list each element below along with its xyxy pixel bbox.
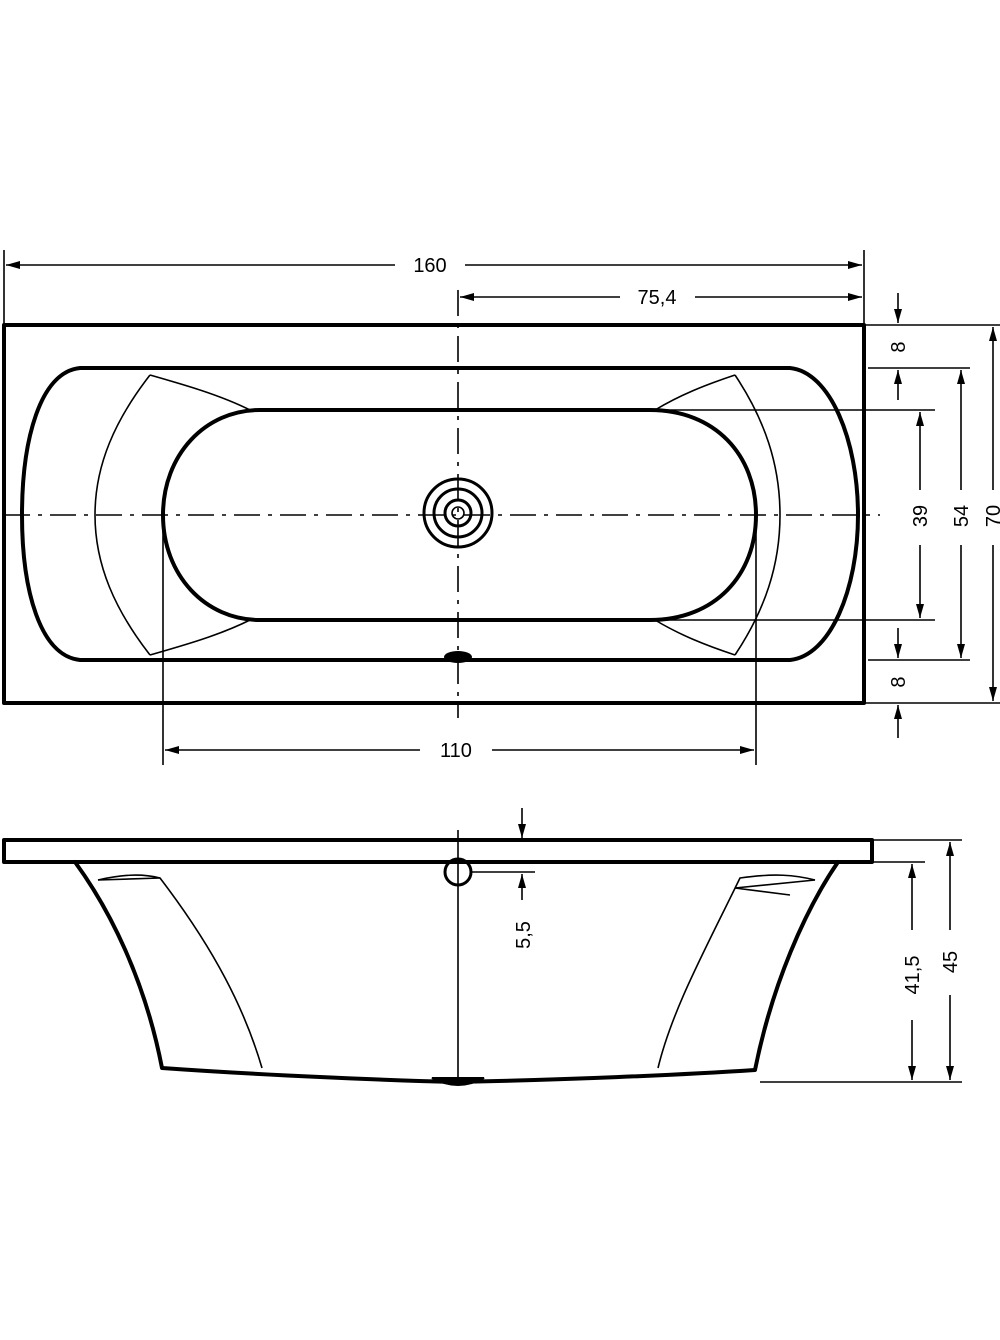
dim-inner-width-label: 39 — [910, 505, 932, 527]
dim-rim-top-label: 8 — [888, 341, 910, 352]
plan-backrest-left-top — [149, 374, 251, 411]
side-backrest-left — [97, 874, 263, 1069]
side-rim — [2, 838, 874, 864]
dim-drain-offset-label: 75,4 — [638, 287, 677, 309]
dim-rim-bottom: 8 — [888, 628, 910, 738]
dim-drain-offset: 75,4 — [460, 287, 862, 309]
dim-basin-width: 54 — [951, 370, 973, 658]
dim-inner-depth: 41,5 — [902, 864, 924, 1080]
dim-overall-width: 70 — [983, 327, 1000, 701]
dim-overflow-height-label: 5,5 — [513, 921, 535, 949]
plan-overflow — [444, 651, 472, 663]
plan-outer-rim — [2, 323, 866, 705]
dim-total-height-label: 45 — [940, 951, 962, 973]
dim-overflow-height: 5,5 — [513, 808, 535, 949]
dim-rim-bottom-label: 8 — [888, 676, 910, 687]
dim-overall-width-label: 70 — [983, 505, 1000, 527]
side-view: 5,5 41,5 45 — [2, 808, 962, 1086]
dim-inner-width: 39 — [910, 412, 932, 618]
dim-overall-length-label: 160 — [413, 255, 446, 277]
plan-backrest-right — [734, 374, 781, 656]
plan-backrest-right-top — [654, 374, 736, 411]
side-body-outline — [73, 860, 840, 1084]
plan-basin-outline — [20, 366, 860, 662]
plan-view: 160 75,4 110 8 — [2, 250, 1000, 765]
plan-backrest-left-bottom — [149, 619, 251, 656]
dim-inner-length: 110 — [162, 515, 757, 765]
side-backrest-right — [657, 874, 816, 1069]
dim-basin-width-label: 54 — [951, 505, 973, 527]
plan-drain — [422, 477, 494, 549]
dim-inner-depth-label: 41,5 — [902, 956, 924, 995]
dim-overall-length: 160 — [3, 250, 865, 325]
dim-rim-top: 8 — [888, 293, 910, 400]
plan-backrest-left — [94, 374, 151, 656]
plan-backrest-right-bottom — [654, 619, 736, 656]
dim-total-height: 45 — [940, 842, 962, 1080]
dim-inner-length-label: 110 — [440, 740, 472, 762]
